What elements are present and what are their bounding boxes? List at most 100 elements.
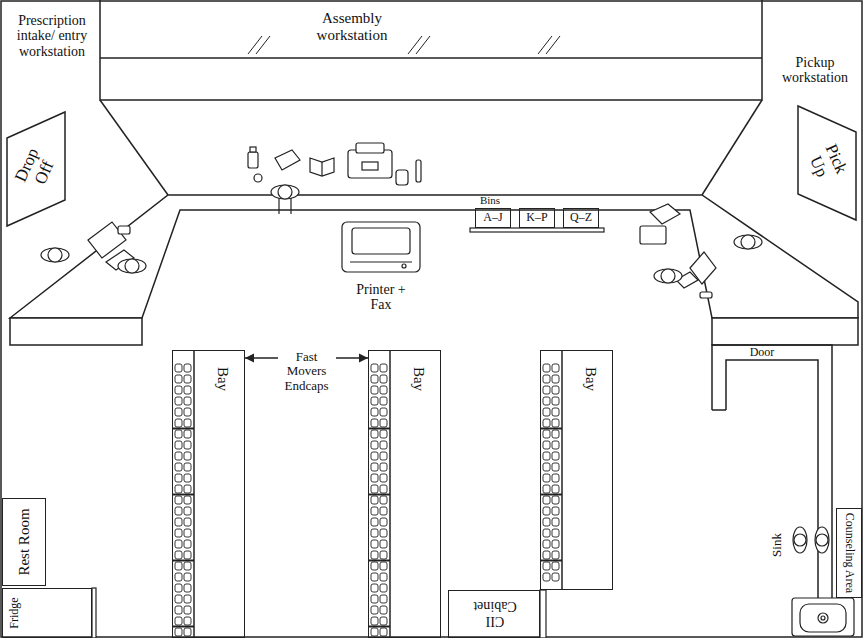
shelf-item [175, 386, 182, 394]
shelf-item [552, 386, 559, 394]
shelf-item [543, 529, 550, 537]
shelf-item [184, 573, 191, 581]
shelf-item [371, 441, 378, 449]
shelf-item [380, 375, 387, 383]
shelf-bay-text: Bay [215, 359, 232, 399]
sink-basin [792, 598, 854, 636]
person-head [278, 185, 292, 199]
bin: Q–Z [563, 208, 599, 228]
shelf-item [184, 463, 191, 471]
shelf-item [184, 606, 191, 614]
shelf-board [368, 560, 390, 562]
printer-button [402, 264, 406, 268]
shelf-item [371, 452, 378, 460]
shelf-item [380, 474, 387, 482]
shelf-item [371, 617, 378, 625]
shelf-item [184, 518, 191, 526]
shelf-item [184, 485, 191, 493]
bin-text: K–P [520, 211, 554, 224]
shelf-strip [540, 350, 562, 590]
shelf-item [380, 617, 387, 625]
shelf-item [543, 485, 550, 493]
glass-mark [546, 36, 560, 54]
glass-mark [408, 36, 422, 54]
fridge: Fridge [2, 588, 92, 638]
shelf-item [371, 573, 378, 581]
shelf-item [175, 562, 182, 570]
rest-room: Rest Room [2, 498, 46, 586]
drop-off-sign: Drop Off [5, 110, 67, 228]
shelf-item [543, 540, 550, 548]
workstation-label: Prescription intake/ entry workstation [4, 13, 100, 59]
person-leg [290, 198, 291, 214]
shelf-item [552, 397, 559, 405]
glass-mark [248, 36, 262, 54]
printer-lid [352, 228, 410, 254]
shelf-item [371, 551, 378, 559]
shelf-item [371, 584, 378, 592]
person-shoulders [654, 269, 682, 283]
shelf-item [543, 551, 550, 559]
shelf-item [380, 606, 387, 614]
shelf-board [540, 560, 562, 562]
shelf-item [371, 419, 378, 427]
person-shoulders [815, 527, 829, 553]
shelf-item [543, 375, 550, 383]
shelf-item [380, 529, 387, 537]
shelf-item [380, 430, 387, 438]
shelf-item [543, 430, 550, 438]
shelf-item [552, 529, 559, 537]
cash-register [640, 226, 666, 244]
shelf-item [380, 463, 387, 471]
shelf-item [175, 430, 182, 438]
shelf-item [552, 562, 559, 570]
shelf-item [184, 551, 191, 559]
equipment [88, 143, 854, 638]
shelf-item [184, 562, 191, 570]
shelf-item [184, 507, 191, 515]
bottle-cap [250, 147, 256, 152]
right-wall-corner [702, 100, 762, 195]
bin: K–P [519, 208, 555, 228]
shelf-board [368, 494, 390, 496]
shelf-item [184, 595, 191, 603]
mouse [118, 226, 130, 234]
person [654, 269, 682, 283]
shelf-bay-text: Bay [583, 359, 600, 399]
scale-display [362, 162, 378, 170]
shelf-item [371, 628, 378, 636]
shelf-strip [368, 350, 390, 638]
shelf-item [371, 485, 378, 493]
shelf-item [371, 606, 378, 614]
shelf-item [175, 617, 182, 625]
shelf-item [552, 496, 559, 504]
sign-outline [798, 106, 856, 220]
shelf-item [380, 419, 387, 427]
fridge-text: Fridge [8, 588, 21, 638]
shelf-item [552, 364, 559, 372]
shelf-item [380, 573, 387, 581]
shelf-bay: Bay [172, 350, 245, 638]
shelf-item [380, 584, 387, 592]
glass-mark [416, 36, 430, 54]
shelf-item [175, 474, 182, 482]
shelf-item [380, 364, 387, 372]
shelf-item [543, 397, 550, 405]
shelf-item [184, 375, 191, 383]
shelf-item [380, 386, 387, 394]
shelf-item [184, 540, 191, 548]
shelf-item [552, 452, 559, 460]
jar [396, 170, 408, 185]
shelf-board [172, 560, 194, 562]
shelf-item [380, 540, 387, 548]
book-spine [321, 162, 322, 176]
shelf-item [175, 606, 182, 614]
shelf-item [380, 595, 387, 603]
shelf-item [380, 408, 387, 416]
shelf-item [184, 584, 191, 592]
person [734, 235, 762, 249]
shelf-item [371, 540, 378, 548]
shelf-item [552, 463, 559, 471]
